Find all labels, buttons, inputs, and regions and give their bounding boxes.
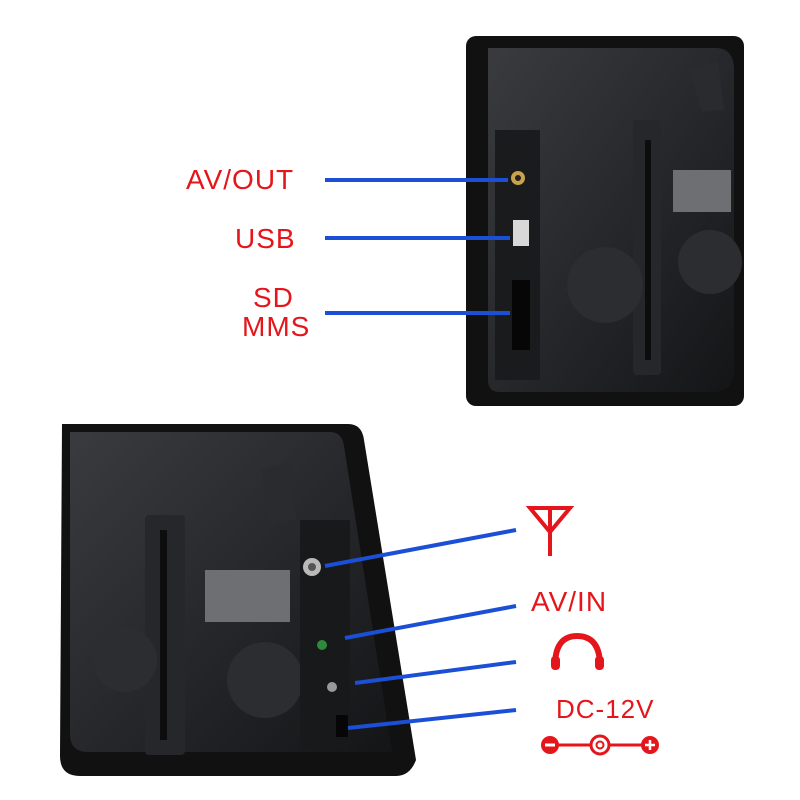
port-label-dc-12v: DC-12V xyxy=(556,694,655,724)
headphone-icon xyxy=(551,632,604,670)
pointer-lines xyxy=(324,178,517,730)
bottom-device xyxy=(60,424,416,776)
port-label-usb: USB xyxy=(235,223,296,254)
port-label-mms: MMS xyxy=(242,311,311,342)
antenna-icon xyxy=(525,506,575,556)
top-device xyxy=(466,36,744,406)
port-label-av-in: AV/IN xyxy=(531,586,608,617)
dc-polarity-icon xyxy=(541,734,659,756)
port-label-sd: SD xyxy=(253,282,294,313)
port-label-av-out: AV/OUT xyxy=(186,164,295,195)
